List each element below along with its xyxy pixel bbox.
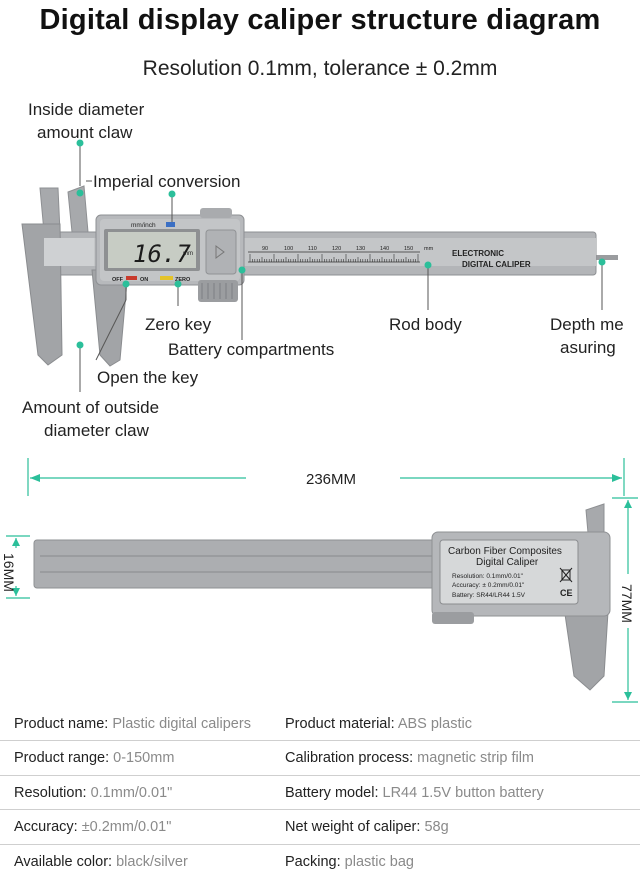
label-depth-1: Depth me (550, 315, 624, 334)
brand-line-1: ELECTRONIC (452, 249, 504, 258)
scale-num-140: 140 (380, 246, 389, 252)
label-open-key: Open the key (97, 368, 199, 387)
scale-num-110: 110 (308, 246, 317, 252)
page-subtitle: Resolution 0.1mm, tolerance ± 0.2mm (142, 57, 498, 80)
callout-dot (424, 261, 432, 269)
callout-dot (174, 280, 182, 288)
spec-key: Product material: (285, 716, 398, 732)
zero-button (160, 276, 173, 280)
mm-inch-button (166, 222, 175, 227)
dim-length: 236MM (306, 471, 356, 488)
scale-num-100: 100 (284, 246, 293, 252)
scale-unit: mm (424, 246, 434, 252)
callout-dot (122, 280, 130, 288)
on-label: ON (140, 277, 148, 283)
back-label-title-1: Carbon Fiber Composites (448, 546, 562, 557)
callout-dot (76, 189, 84, 197)
label-zero-key: Zero key (145, 315, 212, 334)
callout-dot (76, 341, 84, 349)
back-label (439, 539, 579, 605)
spec-value: 0.1mm/0.01" (90, 784, 173, 801)
lcd-unit: mm (183, 251, 193, 257)
spec-key: Available color: (14, 853, 117, 870)
back-rod (33, 539, 455, 589)
zero-label: ZERO (175, 277, 191, 283)
ce-mark: CE (560, 588, 573, 598)
spec-key: Accuracy: (14, 819, 82, 836)
spec-key: Calibration process: (285, 750, 418, 767)
dim-height: 77MM (619, 584, 635, 623)
spec-value: magnetic strip film (417, 750, 535, 767)
spec-value: 58g (424, 819, 449, 836)
battery-compartment (205, 229, 237, 275)
callout-dot (168, 190, 176, 198)
spec-value: black/silver (116, 853, 188, 870)
page-title: Digital display caliper structure diagra… (39, 4, 601, 36)
spec-table: Product name: Plastic digital calipers P… (0, 707, 640, 878)
caliper-back-view: Carbon Fiber Composites Digital Caliper … (33, 503, 611, 691)
callout-line-open (95, 299, 127, 361)
back-battery: Battery: SR44/LR44 1.5V (452, 592, 526, 599)
spec-value: LR44 1.5V button battery (382, 784, 544, 801)
spec-key: Battery model: (285, 784, 383, 801)
spec-key: Packing: (285, 853, 345, 870)
inside-claw-slider (67, 185, 89, 233)
spec-row: Product range: 0-150mm Calibration proce… (0, 740, 640, 774)
caliper-diagram: 90 100 110 120 130 140 150 mm ELECTRONIC… (1, 139, 638, 703)
mm-inch-label: mm/inch (131, 222, 156, 229)
spec-row: Accuracy: ±0.2mm/0.01" Net weight of cal… (0, 809, 640, 843)
spec-row: Available color: black/silver Packing: p… (0, 843, 640, 878)
label-outside-claw-2: diameter claw (44, 421, 149, 440)
spec-value: Plastic digital calipers (112, 716, 251, 732)
spec-key: Product range: (14, 750, 114, 767)
callout-dot (238, 266, 246, 274)
label-inside-claw-2: amount claw (37, 123, 133, 142)
spec-value: plastic bag (344, 853, 414, 870)
caliper-front-view: 90 100 110 120 130 140 150 mm ELECTRONIC… (21, 185, 618, 367)
weee-icon (559, 567, 573, 583)
lcd-screen (108, 232, 196, 268)
scale-num-130: 130 (356, 246, 365, 252)
back-resolution: Resolution: 0.1mm/0.01" (452, 573, 524, 580)
back-accuracy: Accuracy: ± 0.2mm/0.01" (452, 582, 525, 589)
spec-key: Net weight of caliper: (285, 819, 425, 836)
off-on-button (126, 276, 137, 280)
spec-value: ABS plastic (397, 716, 472, 732)
dim-width: 16MM (1, 553, 17, 592)
callout-dot (598, 258, 606, 266)
label-inside-claw-1: Inside diameter (28, 100, 145, 119)
label-rod-body: Rod body (389, 315, 462, 334)
callout-dot (76, 139, 84, 147)
lcd-value: 16.7 (133, 240, 191, 268)
label-battery: Battery compartments (168, 340, 335, 359)
off-label: OFF (112, 277, 124, 283)
spec-row: Resolution: 0.1mm/0.01" Battery model: L… (0, 774, 640, 809)
scale-num-150: 150 (404, 246, 413, 252)
scale-num-120: 120 (332, 246, 341, 252)
spec-value: 0-150mm (113, 750, 175, 767)
label-imperial: Imperial conversion (93, 172, 241, 191)
scale-num-90: 90 (262, 246, 268, 252)
brand-line-2: DIGITAL CALIPER (462, 260, 531, 269)
spec-key: Product name: (14, 716, 113, 732)
spec-key: Resolution: (14, 784, 91, 801)
spec-value: ±0.2mm/0.01" (81, 819, 172, 836)
label-depth-2: asuring (560, 338, 616, 357)
label-outside-claw-1: Amount of outside (22, 398, 160, 417)
spec-row: Product name: Plastic digital calipers P… (0, 707, 640, 740)
back-label-title-2: Digital Caliper (476, 557, 539, 568)
depth-rod (590, 255, 618, 260)
